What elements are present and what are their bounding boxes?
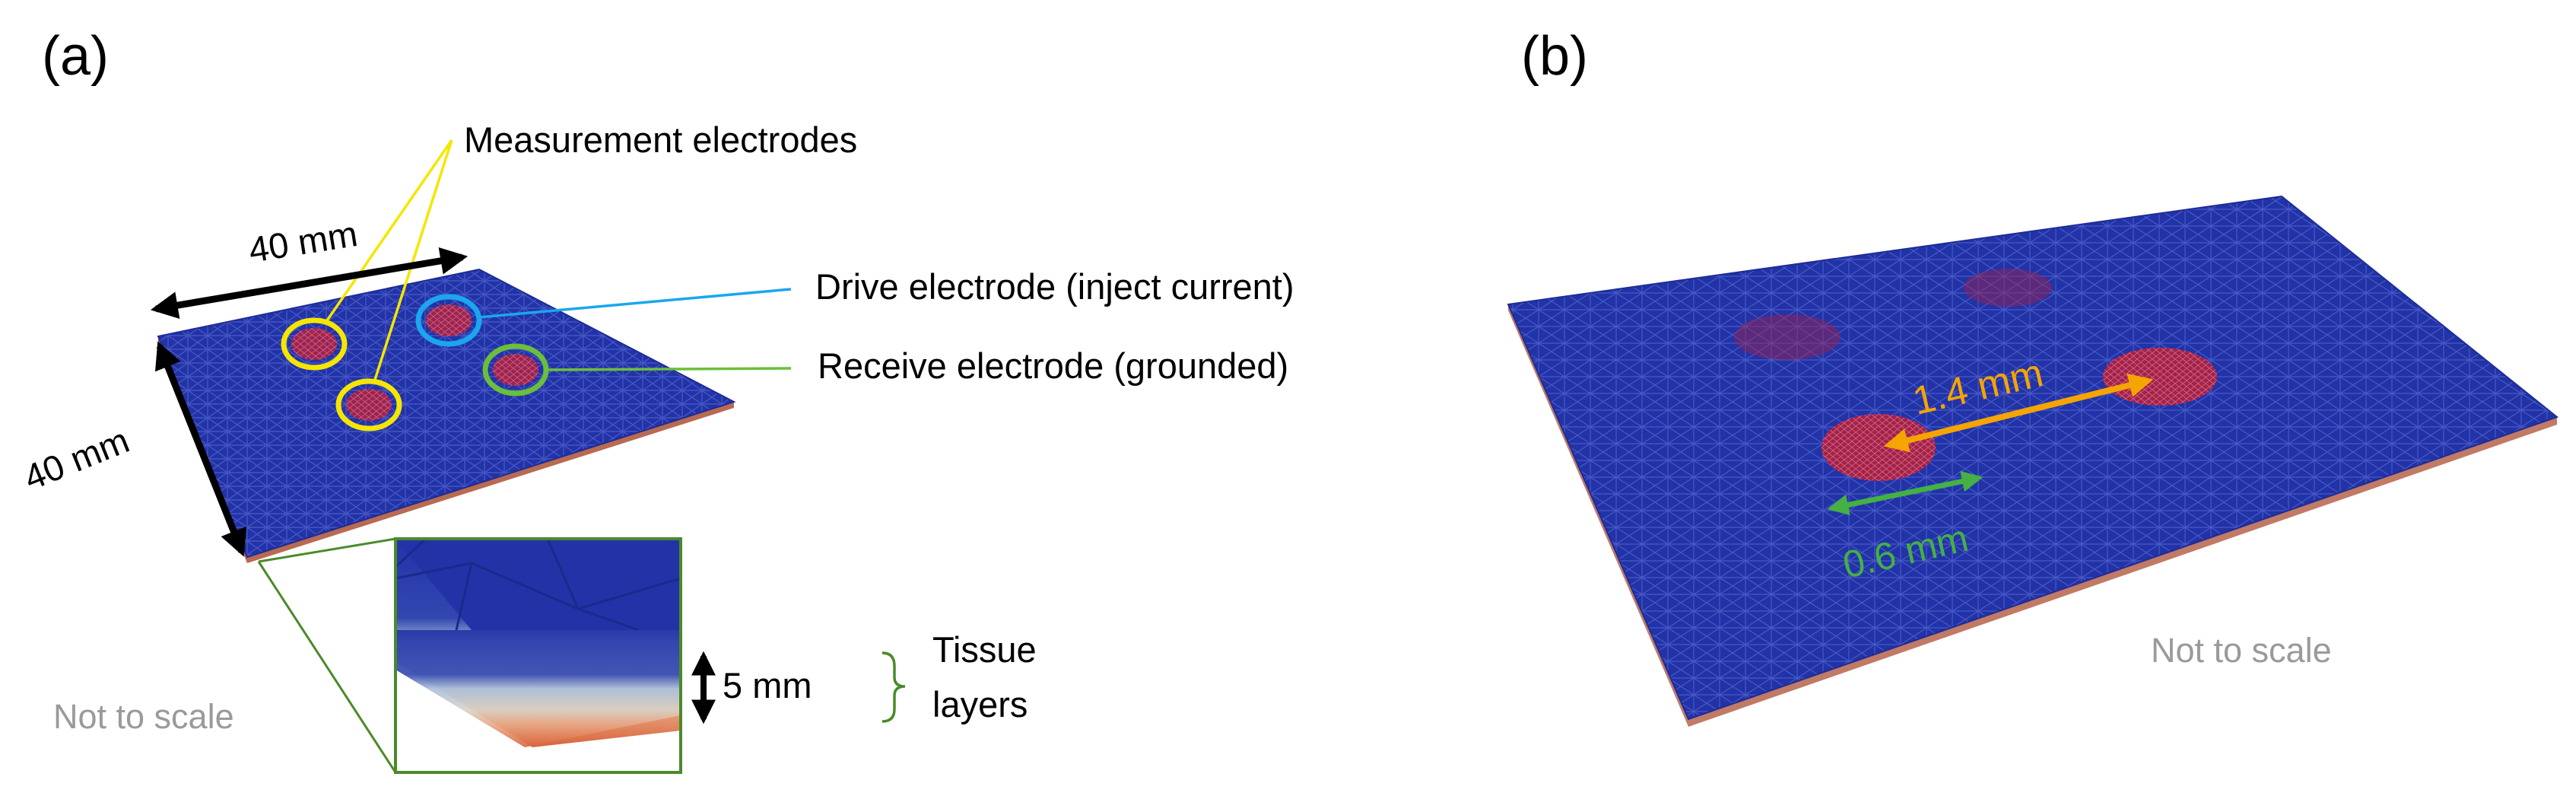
measurement-circle-2 — [335, 378, 402, 431]
panel-b-note: Not to scale — [2151, 631, 2332, 670]
panel-b-label: (b) — [1521, 26, 1588, 87]
measurement-electrodes-label: Measurement electrodes — [464, 119, 857, 160]
receive-leader — [545, 367, 792, 371]
top-dimension-label: 40 mm — [246, 213, 360, 270]
measurement-electrode-1 — [291, 328, 337, 360]
measurement-circle-1 — [281, 317, 348, 371]
spacing-arrow — [1883, 373, 2154, 453]
panel-a-label: (a) — [42, 26, 109, 87]
electrode-front-right — [2103, 348, 2217, 406]
drive-electrode — [426, 304, 472, 336]
faint-electrode-left — [1734, 314, 1841, 360]
receive-electrode — [493, 354, 538, 386]
left-dimension-label: 40 mm — [18, 419, 135, 498]
top-dimension-arrow — [150, 247, 469, 319]
tissue-label-line2: layers — [932, 684, 1028, 724]
receive-electrode-label: Receive electrode (grounded) — [818, 345, 1288, 386]
thickness-label: 5 mm — [723, 665, 812, 705]
measurement-electrode-2 — [346, 389, 392, 421]
inset-connector-bottom — [257, 561, 397, 773]
tissue-label-line1: Tissue — [932, 629, 1037, 670]
drive-leader — [478, 288, 792, 319]
tissue-inset — [394, 537, 682, 774]
left-dimension-arrow — [154, 341, 247, 557]
electrode-front-left — [1822, 414, 1936, 481]
panel-a-note: Not to scale — [53, 697, 234, 736]
diameter-arrow — [1827, 470, 1984, 516]
drive-electrode-label: Drive electrode (inject current) — [815, 266, 1294, 307]
faint-electrode-right — [1964, 269, 2052, 307]
mesh-slab — [1507, 195, 2559, 721]
panel-b: (b) 1.4 mm 0.6 mm Not to scale — [1507, 26, 2559, 727]
panel-a: (a) Measurement electrodes Drive electro… — [18, 26, 1294, 774]
tissue-brace — [881, 651, 906, 723]
inset-connector-top — [258, 537, 396, 563]
